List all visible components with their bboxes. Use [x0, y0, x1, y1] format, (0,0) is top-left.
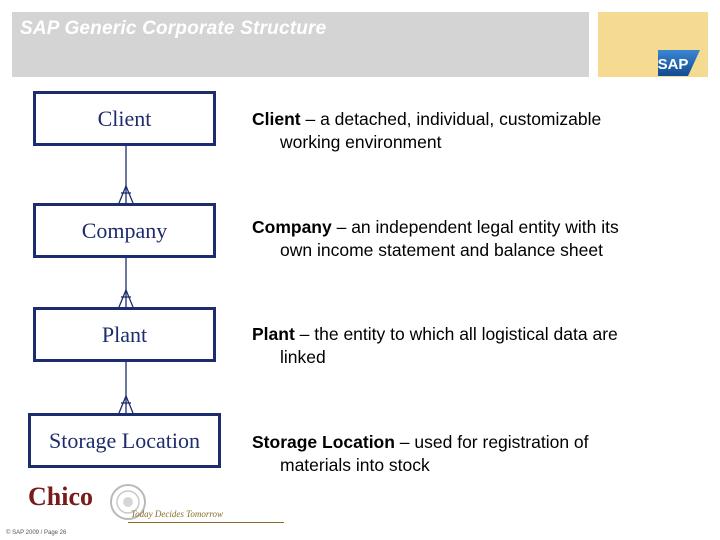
storage-location-description-line1: – used for registration of: [394, 432, 589, 452]
sap-logo: SAP: [658, 50, 700, 76]
plant-description-line1: – the entity to which all logistical dat…: [294, 324, 618, 344]
title-bar: SAP Generic Corporate Structure: [12, 12, 589, 77]
plant-description: Plant – the entity to which all logistic…: [252, 323, 692, 369]
chico-logo: Chico Today Decides Tomorrow: [28, 482, 288, 526]
storage-location-box: Storage Location: [28, 413, 221, 468]
client-description: Client – a detached, individual, customi…: [252, 108, 692, 154]
chico-tagline: Today Decides Tomorrow: [131, 509, 224, 519]
storage-location-term: Storage Location: [252, 432, 395, 452]
company-term: Company: [252, 217, 332, 237]
plant-box-label: Plant: [101, 321, 148, 347]
client-description-line1: – a detached, individual, customizable: [300, 109, 602, 129]
company-box-label: Company: [81, 217, 168, 243]
footer-copyright: © SAP 2009 / Page 26: [6, 530, 67, 536]
crows-foot-icon: [118, 288, 134, 308]
tagline-rule: [128, 522, 284, 523]
plant-box: Plant: [33, 307, 216, 362]
company-description-line1: – an independent legal entity with its: [331, 217, 619, 237]
storage-location-description-line2: materials into stock: [280, 455, 430, 475]
plant-description-line2: linked: [280, 347, 326, 367]
company-description-line2: own income statement and balance sheet: [280, 240, 603, 260]
company-box: Company: [33, 203, 216, 258]
crows-foot-icon: [118, 184, 134, 204]
sap-logo-text: SAP: [658, 56, 688, 73]
page-title: SAP Generic Corporate Structure: [20, 18, 327, 39]
plant-term: Plant: [252, 324, 295, 344]
client-term: Client: [252, 109, 301, 129]
seal-icon: [110, 484, 146, 520]
client-box-label: Client: [97, 105, 152, 131]
client-description-line2: working environment: [280, 132, 442, 152]
storage-location-box-label: Storage Location: [49, 427, 200, 453]
company-description: Company – an independent legal entity wi…: [252, 216, 692, 262]
storage-location-description: Storage Location – used for registration…: [252, 431, 692, 477]
client-box: Client: [33, 91, 216, 146]
crows-foot-icon: [118, 394, 134, 414]
chico-wordmark: Chico: [28, 482, 93, 511]
